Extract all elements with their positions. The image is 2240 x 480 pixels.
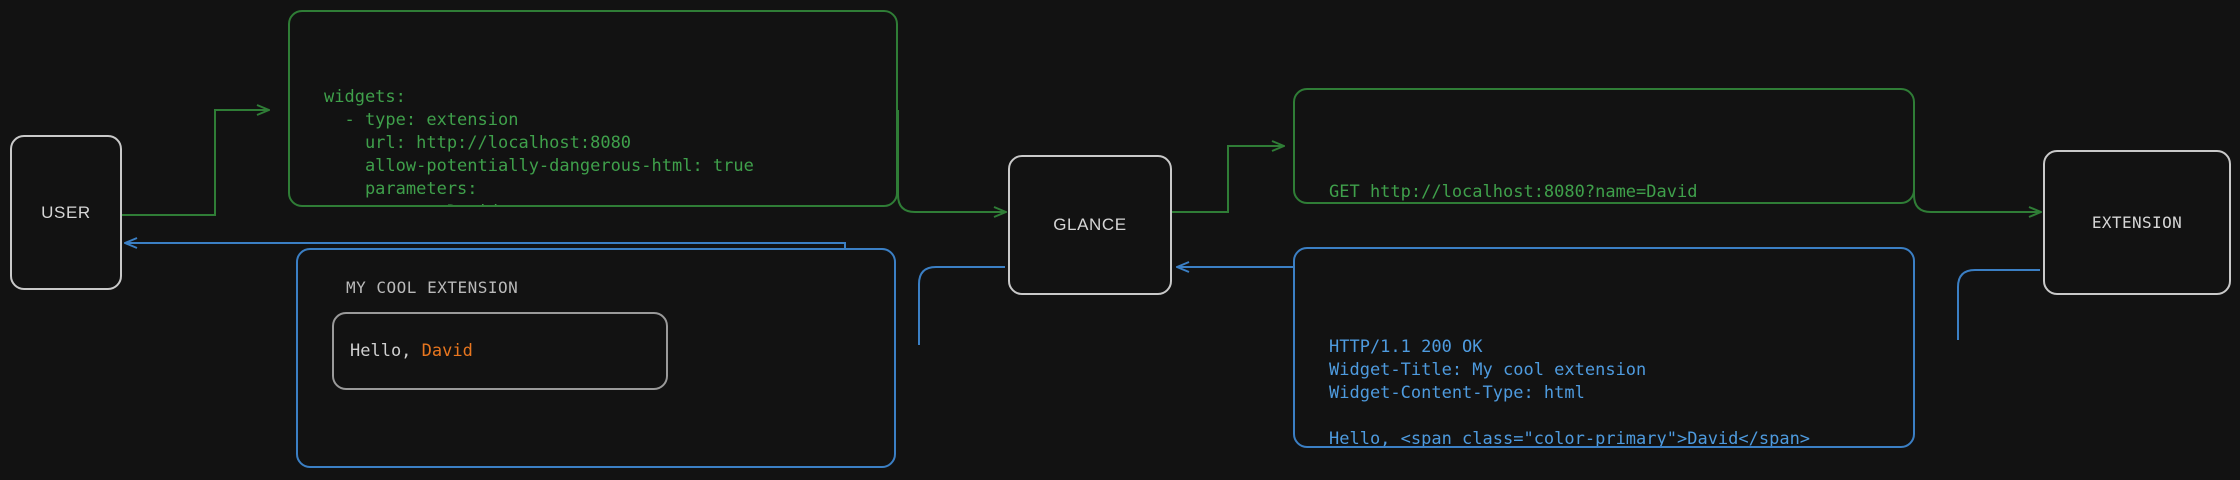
node-user[interactable]: USER: [10, 135, 122, 290]
node-user-label: USER: [41, 202, 91, 222]
http-request-text: GET http://localhost:8080?name=David: [1295, 136, 1913, 202]
http-response-lines: HTTP/1.1 200 OK Widget-Title: My cool ex…: [1329, 337, 1811, 448]
yaml-config-text: widgets: - type: extension url: http://l…: [290, 58, 896, 206]
rendered-widget-title: MY COOL EXTENSION: [346, 278, 519, 297]
node-glance-label: GLANCE: [1053, 215, 1127, 234]
edge-extension-to-response: [1957, 269, 2040, 340]
rendered-widget-box: MY COOL EXTENSION Hello, David: [296, 248, 896, 468]
yaml-config-lines: widgets: - type: extension url: http://l…: [324, 86, 754, 206]
http-response-text: HTTP/1.1 200 OK Widget-Title: My cool ex…: [1295, 295, 1913, 448]
edge-request-to-extension: [1913, 146, 2040, 212]
node-extension[interactable]: EXTENSION: [2043, 150, 2231, 295]
node-extension-label: EXTENSION: [2091, 213, 2183, 232]
widget-greeting-prefix: Hello,: [350, 341, 422, 361]
widget-greeting-name: David: [421, 341, 473, 361]
edge-config-to-glance: [897, 110, 1005, 212]
edge-glance-to-request: [1172, 146, 1283, 213]
edge-user-to-config: [120, 110, 268, 216]
node-glance[interactable]: GLANCE: [1008, 155, 1172, 295]
http-request-box: GET http://localhost:8080?name=David: [1293, 88, 1915, 204]
http-response-box: HTTP/1.1 200 OK Widget-Title: My cool ex…: [1293, 247, 1915, 448]
rendered-widget-content: Hello, David: [332, 312, 668, 390]
edge-glance-to-widget: [918, 266, 1005, 345]
http-request-lines: GET http://localhost:8080?name=David: [1329, 181, 1698, 202]
yaml-config-box: widgets: - type: extension url: http://l…: [288, 10, 898, 207]
